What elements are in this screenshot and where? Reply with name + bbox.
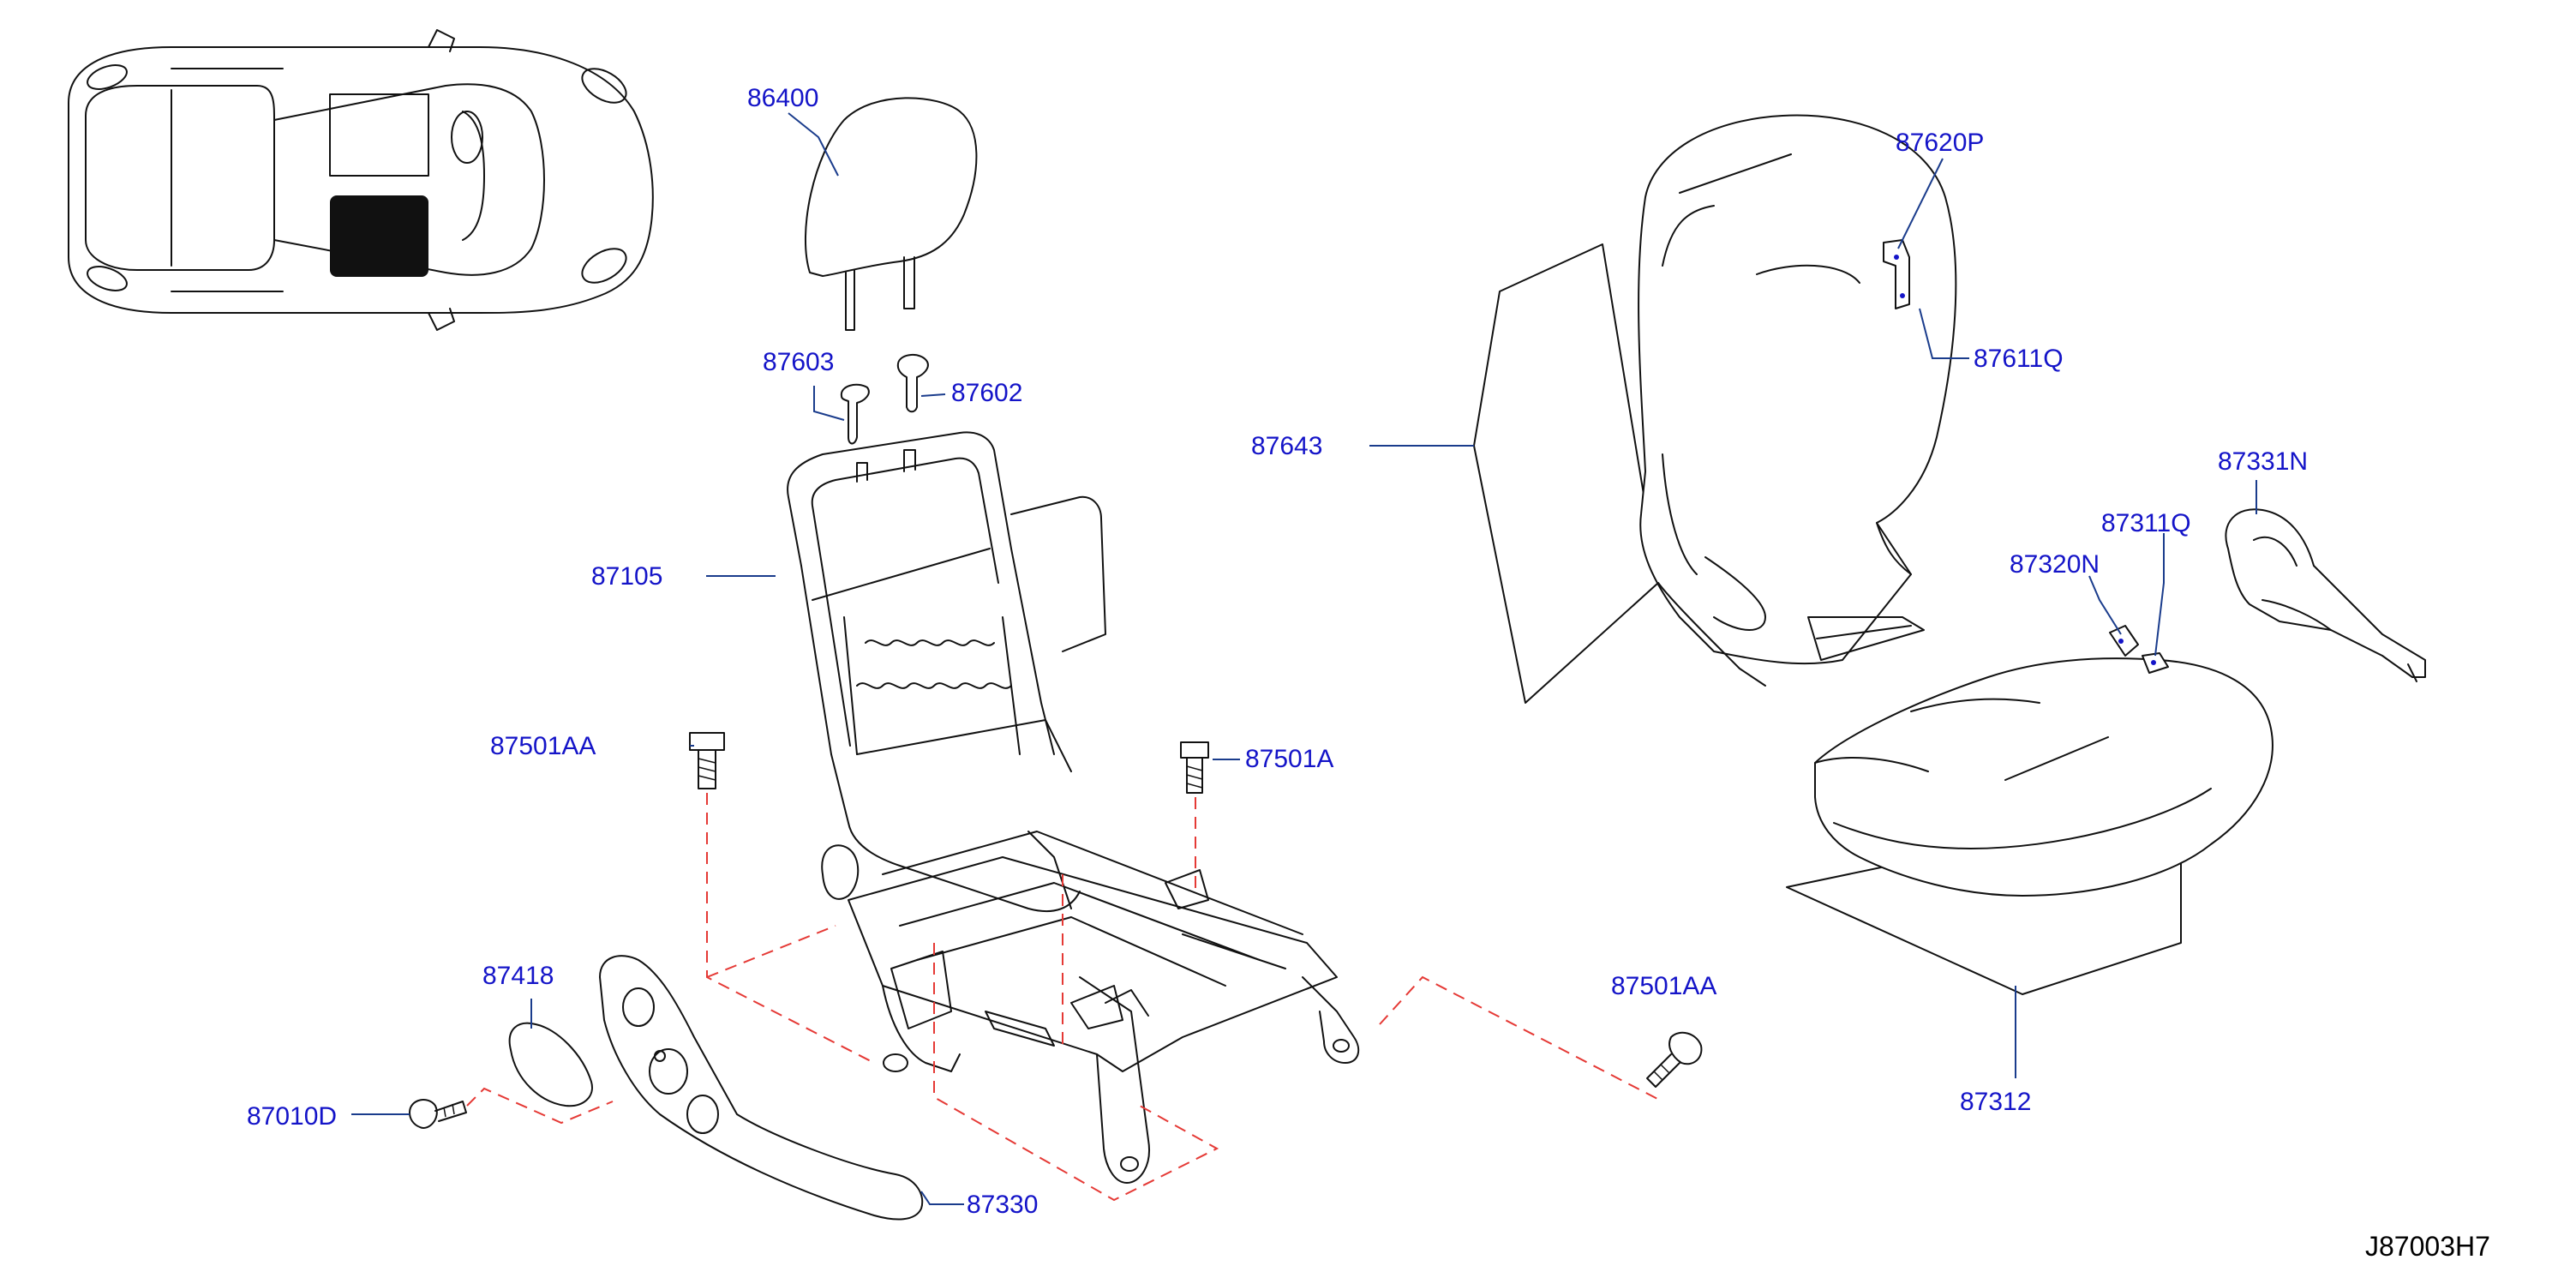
diagram-reference-code: J87003H7: [2365, 1231, 2490, 1262]
car-locator-icon: [68, 29, 654, 331]
headrest-86400: [804, 97, 978, 331]
seat-location-marker: [330, 195, 428, 277]
label-87501AA-left: 87501AA: [490, 732, 596, 760]
label-87602: 87602: [951, 379, 1022, 407]
leader-lines: [351, 112, 2257, 1205]
screw-87010D: [409, 1099, 467, 1129]
seat-cushion-87312: [1786, 625, 2273, 995]
seat-back-87643: [1473, 114, 1957, 704]
label-87620P: 87620P: [1896, 129, 1984, 157]
label-87643: 87643: [1251, 432, 1322, 460]
label-87320N: 87320N: [2010, 550, 2100, 579]
label-86400: 86400: [747, 84, 818, 112]
assembly-lines: [466, 793, 1663, 1202]
knob-87418: [508, 1022, 593, 1107]
label-87331N: 87331N: [2218, 447, 2308, 476]
label-87603: 87603: [763, 348, 834, 376]
seat-frame-87105: [787, 431, 1360, 1184]
side-cover-87330: [599, 955, 924, 1221]
label-87105: 87105: [591, 562, 662, 591]
headrest-guide-87602: [896, 354, 929, 413]
label-87418: 87418: [482, 962, 554, 990]
side-cover-87331N: [2225, 508, 2426, 682]
label-87312: 87312: [1960, 1088, 2031, 1116]
bolt-87501A: [1180, 741, 1209, 794]
bolt-87501AA-left: [689, 732, 725, 789]
part-labels: 86400 87603 87602 87105 87501AA 87501A 8…: [247, 84, 2308, 1219]
label-87501A: 87501A: [1245, 745, 1333, 773]
label-87010D: 87010D: [247, 1102, 337, 1131]
label-87501AA-right: 87501AA: [1611, 972, 1716, 1000]
label-87611Q: 87611Q: [1974, 345, 2064, 373]
label-87311Q: 87311Q: [2101, 509, 2191, 537]
label-87330: 87330: [967, 1191, 1038, 1219]
bolt-87501AA-right: [1646, 1031, 1703, 1088]
headrest-guide-87603: [840, 383, 870, 445]
